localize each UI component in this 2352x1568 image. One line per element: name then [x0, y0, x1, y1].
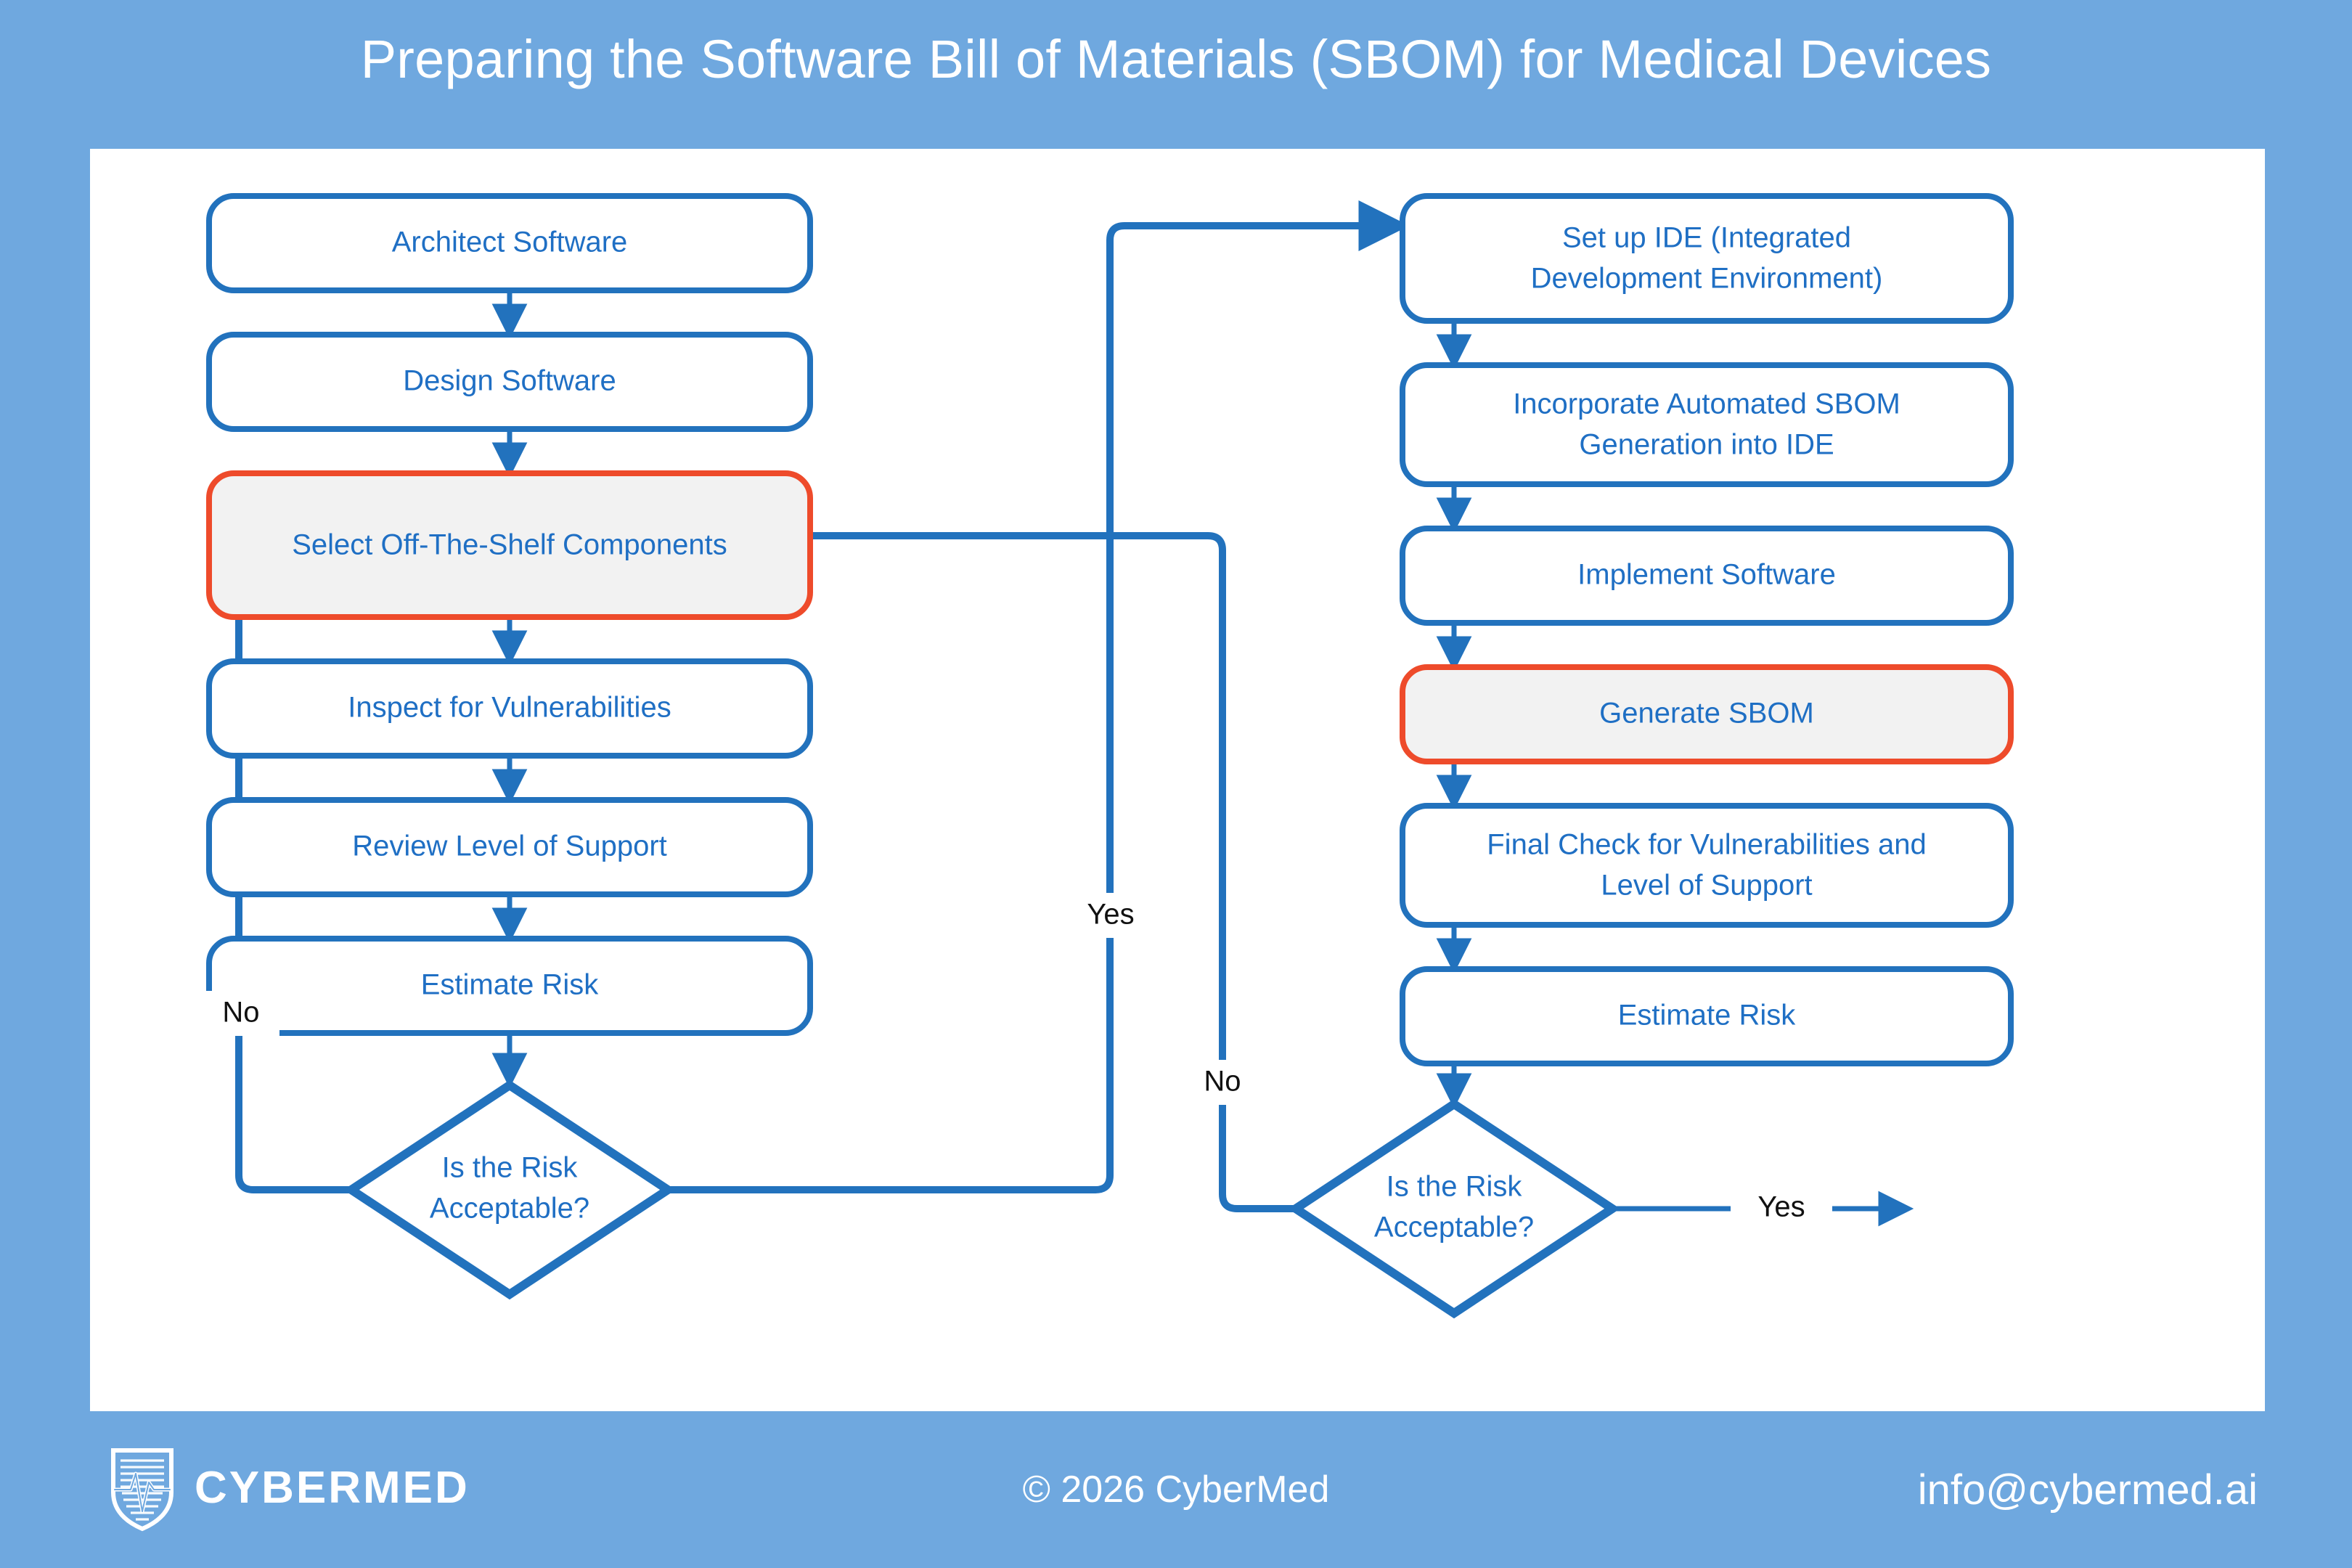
node-shape: [1400, 966, 2014, 1066]
brand-logo[interactable]: CYBERMED: [109, 1445, 470, 1532]
edge-label-right-no: No: [1204, 1066, 1241, 1098]
edge-label-right-yes: Yes: [1757, 1191, 1805, 1223]
node-shape: [206, 332, 813, 432]
node-shape: [206, 797, 813, 897]
edge-risk1-yes-to-setupide: [668, 200, 1410, 1193]
node-estimate-risk-right[interactable]: Estimate Risk: [1400, 966, 2014, 1066]
flowchart-panel: Architect Software Design Software Selec…: [90, 149, 2265, 1411]
node-generate-sbom[interactable]: Generate SBOM: [1400, 664, 2014, 764]
decision-shape: [343, 1079, 676, 1300]
node-label: Design Software: [403, 365, 616, 397]
node-inspect-for-vulnerabilities[interactable]: Inspect for Vulnerabilities: [206, 658, 813, 759]
node-architect-software[interactable]: Architect Software: [206, 193, 813, 293]
node-label-line1: Incorporate Automated SBOM: [1513, 388, 1900, 420]
decision-label-line1: Is the Risk: [442, 1152, 579, 1184]
node-shape: [1400, 193, 2014, 324]
label-backdrop-left-yes: [1072, 893, 1149, 938]
node-label-line1: Final Check for Vulnerabilities and: [1487, 829, 1927, 861]
node-final-check-vulnerabilities[interactable]: Final Check for Vulnerabilities and Leve…: [1400, 803, 2014, 928]
flowchart-svg: Architect Software Design Software Selec…: [203, 193, 2014, 1319]
brand-wordmark: CYBERMED: [195, 1463, 470, 1513]
node-label-line2: Level of Support: [1601, 870, 1812, 902]
node-estimate-risk-left[interactable]: Estimate Risk: [206, 936, 813, 1036]
label-backdrop-left-no: [203, 991, 279, 1036]
node-review-level-of-support[interactable]: Review Level of Support: [206, 797, 813, 897]
edge-label-left-no: No: [222, 997, 259, 1029]
node-label-line1: Set up IDE (Integrated: [1562, 222, 1851, 254]
node-is-risk-acceptable-left[interactable]: Is the Risk Acceptable?: [343, 1079, 676, 1300]
decision-label-line2: Acceptable?: [1374, 1212, 1534, 1244]
node-label: Generate SBOM: [1599, 698, 1814, 730]
node-shape: [206, 193, 813, 293]
page-title: Preparing the Software Bill of Materials…: [360, 29, 1992, 89]
node-label: Estimate Risk: [421, 969, 599, 1001]
node-label: Implement Software: [1577, 559, 1836, 591]
node-incorporate-automated-sbom-generation[interactable]: Incorporate Automated SBOM Generation in…: [1400, 362, 2014, 487]
node-shape: [206, 658, 813, 759]
node-select-off-the-shelf-components[interactable]: Select Off-The-Shelf Components: [206, 470, 813, 620]
edge-label-left-yes: Yes: [1087, 899, 1134, 931]
node-implement-software[interactable]: Implement Software: [1400, 526, 2014, 626]
node-shape: [1400, 526, 2014, 626]
node-shape: [1400, 803, 2014, 928]
node-label: Review Level of Support: [352, 830, 667, 862]
node-design-software[interactable]: Design Software: [206, 332, 813, 432]
footer-bar: CYBERMED © 2026 CyberMed info@cybermed.a…: [0, 1411, 2352, 1568]
node-label: Estimate Risk: [1618, 1000, 1796, 1032]
node-set-up-ide[interactable]: Set up IDE (Integrated Development Envir…: [1400, 193, 2014, 324]
node-is-risk-acceptable-right[interactable]: Is the Risk Acceptable?: [1288, 1098, 1620, 1319]
decision-shape: [1288, 1098, 1620, 1319]
decision-label-line2: Acceptable?: [430, 1193, 589, 1225]
node-shape-highlighted: [206, 470, 813, 620]
node-label: Select Off-The-Shelf Components: [292, 529, 727, 561]
label-backdrop-right-no: [1184, 1060, 1261, 1105]
shield-heartbeat-icon: [111, 1448, 173, 1532]
node-shape: [206, 936, 813, 1036]
node-label-line2: Generation into IDE: [1579, 429, 1834, 461]
node-label: Architect Software: [392, 226, 628, 258]
decision-label-line1: Is the Risk: [1387, 1171, 1523, 1203]
node-label-line2: Development Environment): [1531, 263, 1883, 295]
edge-risk2-no-to-select: [687, 510, 1296, 1212]
node-label: Inspect for Vulnerabilities: [348, 692, 671, 724]
node-shape-highlighted: [1400, 664, 2014, 764]
contact-email[interactable]: info@cybermed.ai: [1917, 1466, 2258, 1514]
node-shape: [1400, 362, 2014, 487]
